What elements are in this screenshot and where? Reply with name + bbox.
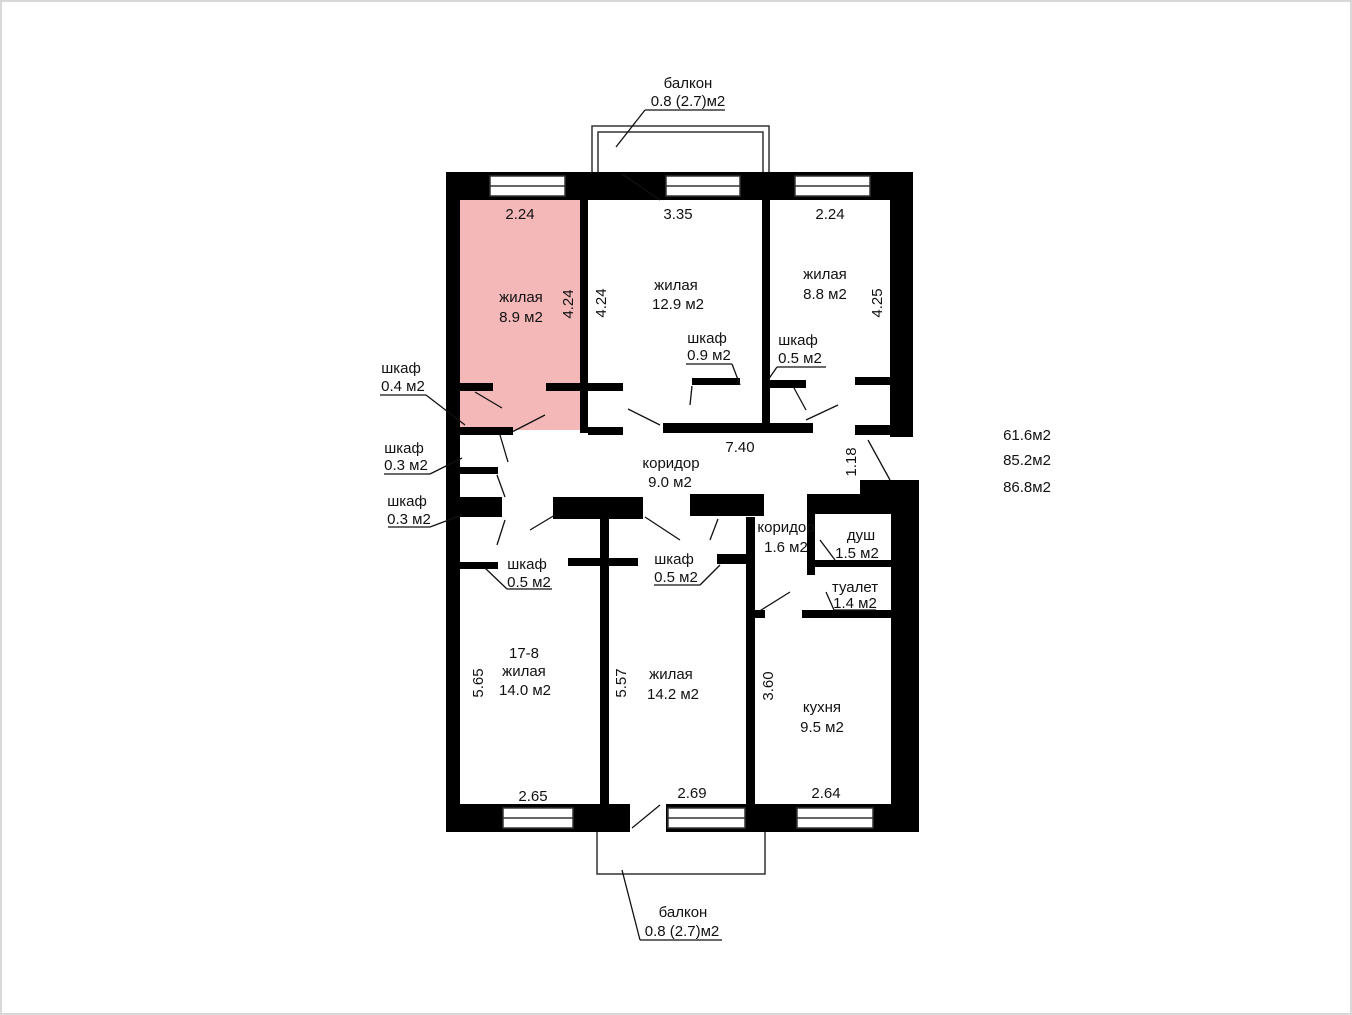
- total-living: 61.6м2: [1003, 427, 1051, 444]
- r1-width: 2.24: [505, 206, 534, 223]
- leader-lines: [380, 109, 891, 941]
- balcony-bottom: [596, 829, 766, 875]
- c6-name: шкаф: [507, 556, 547, 573]
- r3-height: 4.25: [869, 288, 886, 317]
- corridor-area: 9.0 м2: [648, 474, 692, 491]
- c5-area: 0.5 м2: [778, 350, 822, 367]
- balcony-door-top: [592, 172, 622, 200]
- r4-width: 2.65: [518, 788, 547, 805]
- c4-name: шкаф: [687, 330, 727, 347]
- balcony-top-area: 0.8 (2.7)м2: [651, 93, 726, 110]
- r1-height: 4.24: [560, 289, 577, 318]
- corridor-width: 1.18: [843, 447, 860, 476]
- r5-name: жилая: [649, 666, 693, 683]
- windows: [489, 175, 874, 829]
- c6-area: 0.5 м2: [507, 574, 551, 591]
- highlighted-room: [458, 200, 584, 430]
- balcony-door-bottom: [630, 804, 666, 832]
- total-area: 85.2м2: [1003, 452, 1051, 469]
- r3-name: жилая: [803, 266, 847, 283]
- corridor2-area: 1.6 м2: [764, 539, 808, 556]
- balcony-top: [591, 125, 770, 175]
- r4-name: жилая: [502, 663, 546, 680]
- c3-name: шкаф: [387, 493, 427, 510]
- c1-name: шкаф: [381, 360, 421, 377]
- r3-area: 8.8 м2: [803, 286, 847, 303]
- corridor-length: 7.40: [725, 439, 754, 456]
- toilet-area: 1.4 м2: [833, 595, 877, 612]
- c3-area: 0.3 м2: [387, 511, 431, 528]
- c2-name: шкаф: [384, 440, 424, 457]
- r4-height: 5.65: [470, 668, 487, 697]
- kitchen-height: 3.60: [760, 671, 777, 700]
- shower-area: 1.5 м2: [835, 545, 879, 562]
- toilet-name: туалет: [832, 579, 878, 596]
- r4-code: 17-8: [509, 645, 539, 662]
- kitchen-area: 9.5 м2: [800, 719, 844, 736]
- c2-area: 0.3 м2: [384, 457, 428, 474]
- r1-area: 8.9 м2: [499, 309, 543, 326]
- c4-area: 0.9 м2: [687, 347, 731, 364]
- r2-name: жилая: [654, 277, 698, 294]
- c1-area: 0.4 м2: [381, 378, 425, 395]
- r3-width: 2.24: [815, 206, 844, 223]
- r1-name: жилая: [499, 289, 543, 306]
- r5-area: 14.2 м2: [647, 686, 699, 703]
- corridor2-name: коридор: [757, 519, 814, 536]
- r5-width: 2.69: [677, 785, 706, 802]
- c5-name: шкаф: [778, 332, 818, 349]
- kitchen-width: 2.64: [811, 785, 840, 802]
- r2-width: 3.35: [663, 206, 692, 223]
- total-with-balcony: 86.8м2: [1003, 479, 1051, 496]
- r2-height: 4.24: [593, 288, 610, 317]
- r4-area: 14.0 м2: [499, 682, 551, 699]
- shower-name: душ: [847, 527, 875, 544]
- c7-area: 0.5 м2: [654, 569, 698, 586]
- r5-height: 5.57: [613, 668, 630, 697]
- c7-name: шкаф: [654, 551, 694, 568]
- balcony-bottom-name: балкон: [659, 904, 708, 921]
- kitchen-name: кухня: [803, 699, 841, 716]
- corridor-name: коридор: [642, 455, 699, 472]
- balcony-bottom-area: 0.8 (2.7)м2: [645, 923, 720, 940]
- r2-area: 12.9 м2: [652, 296, 704, 313]
- balcony-top-name: балкон: [664, 75, 713, 92]
